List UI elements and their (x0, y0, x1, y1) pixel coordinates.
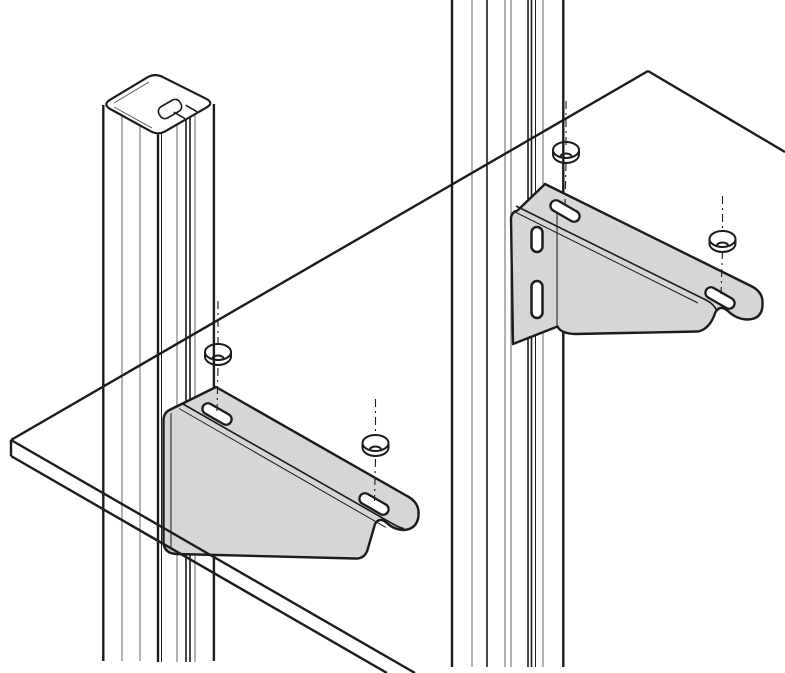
washer-left-inner (204, 343, 232, 366)
right-bracket (509, 182, 764, 346)
left-post (102, 74, 216, 662)
right-bracket-plate-slots (530, 225, 544, 320)
washer-left-outer (361, 434, 390, 457)
left-post-top-face (105, 74, 212, 135)
shelf-panel-near-edges (9, 438, 416, 673)
right-bracket-body (509, 182, 764, 346)
left-bracket (162, 385, 420, 560)
right-bracket-flange-slots (549, 199, 736, 310)
shelf-hole-washers (204, 141, 737, 457)
screw-centerlines (216, 101, 724, 502)
left-bracket-bend-lines (170, 403, 405, 549)
left-post-profile-lines (102, 104, 216, 662)
t-slot-groove-cutout (157, 98, 198, 120)
left-bracket-flange-slots (201, 402, 390, 516)
washer-right-inner (552, 141, 580, 164)
right-bracket-bend-lines (512, 204, 718, 328)
shelf-panel-far-edges (10, 69, 785, 442)
washer-right-outer (708, 230, 737, 253)
